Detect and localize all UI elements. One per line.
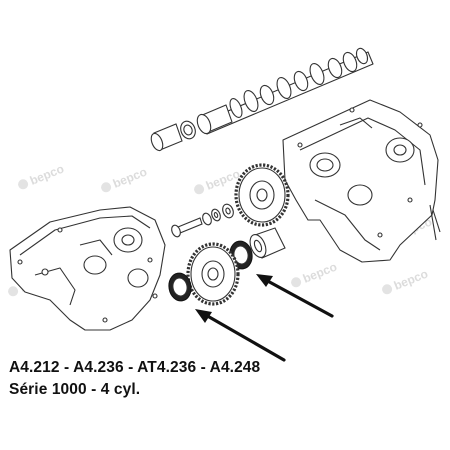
camshaft-gear	[234, 163, 290, 227]
washer	[202, 212, 212, 226]
watermark: bepco	[194, 167, 242, 195]
series-caption: Série 1000 - 4 cyl.	[9, 381, 141, 398]
watermark-text: bepco	[204, 167, 242, 193]
pointer-arrows	[195, 274, 334, 362]
watermark: bepco	[18, 162, 66, 190]
watermark-text: bepco	[301, 260, 339, 286]
model-caption: A4.212 - A4.236 - AT4.236 - A4.248	[9, 359, 261, 376]
timing-cover	[9, 206, 166, 331]
cover-hole	[127, 268, 149, 288]
arrow-to-upper-bearing	[256, 274, 334, 318]
bolt-assembly	[171, 203, 234, 238]
watermark: bepco	[382, 267, 430, 295]
idler-bearing-lower	[168, 272, 192, 302]
watermark: bepco	[291, 260, 339, 288]
block-bore	[347, 184, 373, 206]
camshaft-rings	[150, 120, 196, 152]
engine-block	[282, 99, 441, 263]
arrow-to-lower-bearing	[195, 309, 286, 362]
watermark: bepco	[101, 165, 149, 193]
idler-gear	[186, 242, 240, 306]
camshaft	[196, 47, 374, 135]
watermark-text: bepco	[28, 162, 66, 188]
idler-hub	[249, 227, 286, 259]
watermark-text: bepco	[392, 267, 430, 293]
watermark-text: bepco	[111, 165, 149, 191]
bolt	[177, 217, 203, 234]
